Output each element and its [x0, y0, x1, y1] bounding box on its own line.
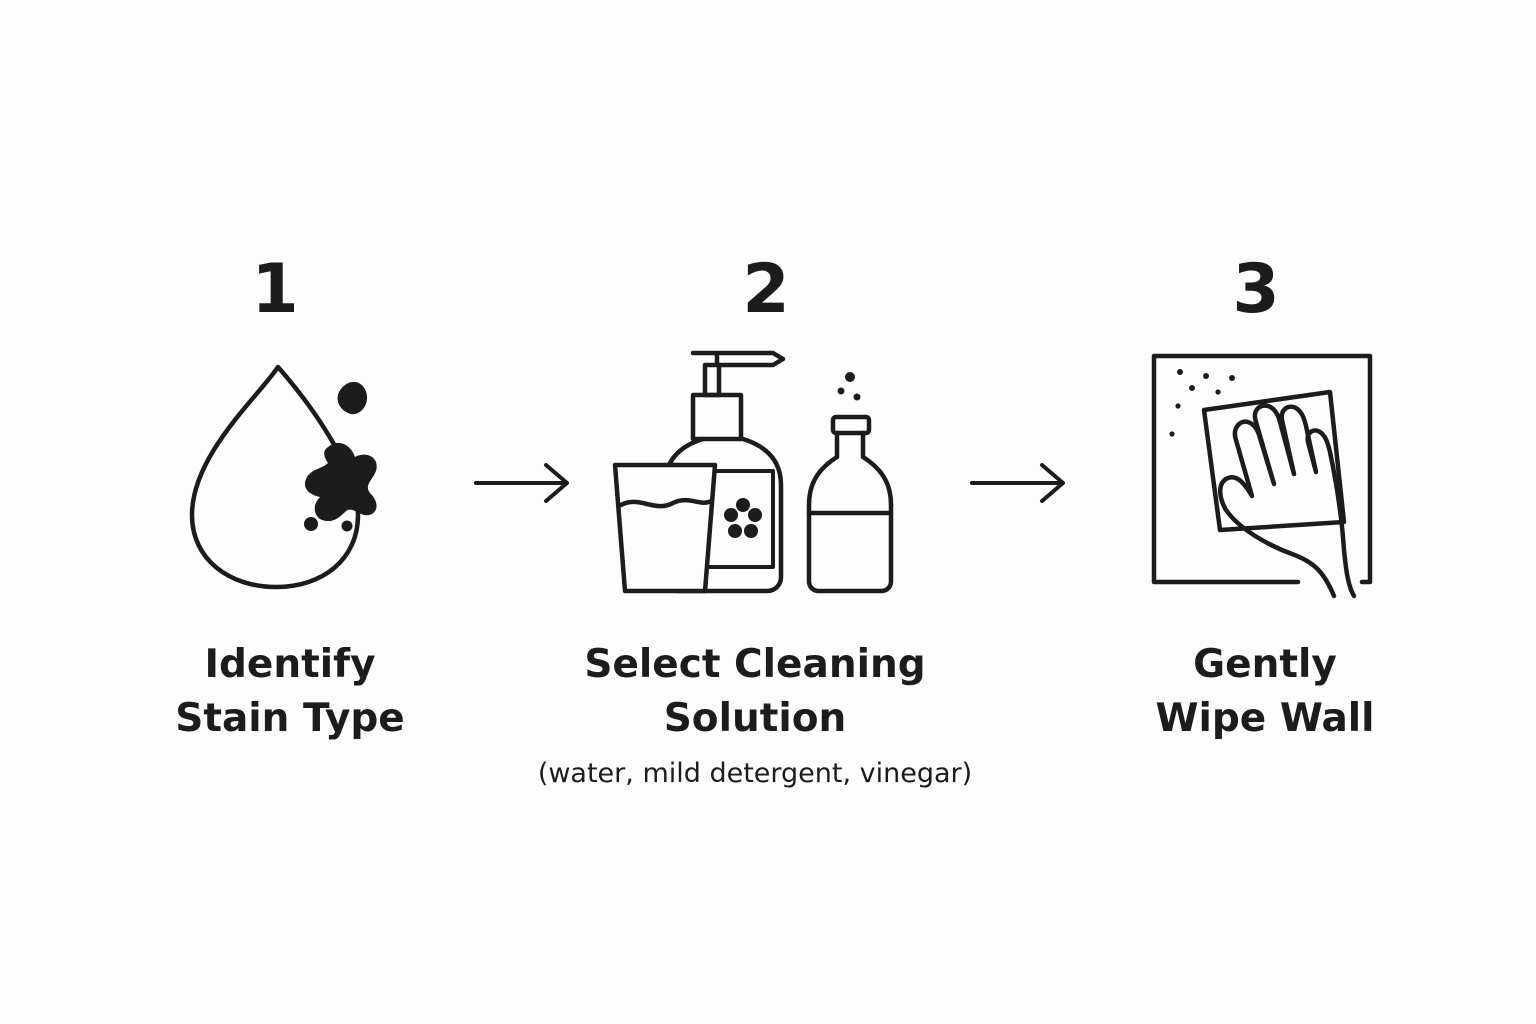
step-3-title: Gently Wipe Wall [1095, 638, 1435, 746]
step-3-title-line-2: Wipe Wall [1155, 696, 1375, 741]
hand-wiping-wall-icon [1151, 353, 1373, 599]
step-1-title-line-2: Stain Type [175, 696, 405, 741]
step-1-title: Identify Stain Type [120, 638, 460, 746]
cleaning-supplies-icon [612, 350, 894, 594]
step-2-subtitle: (water, mild detergent, vinegar) [537, 758, 973, 789]
step-2-title: Select Cleaning Solution [560, 638, 950, 746]
step-3-number: 3 [1232, 250, 1280, 329]
step-2-title-line-1: Select Cleaning [584, 642, 926, 687]
step-2-title-line-2: Solution [663, 696, 847, 741]
stain-drop-icon [189, 364, 377, 590]
step-1-number: 1 [251, 250, 299, 329]
step-3-title-line-1: Gently [1193, 642, 1337, 687]
arrow-right-icon [474, 463, 569, 503]
arrow-right-icon [970, 463, 1065, 503]
step-2-number: 2 [742, 250, 790, 329]
step-1-title-line-1: Identify [204, 642, 376, 687]
